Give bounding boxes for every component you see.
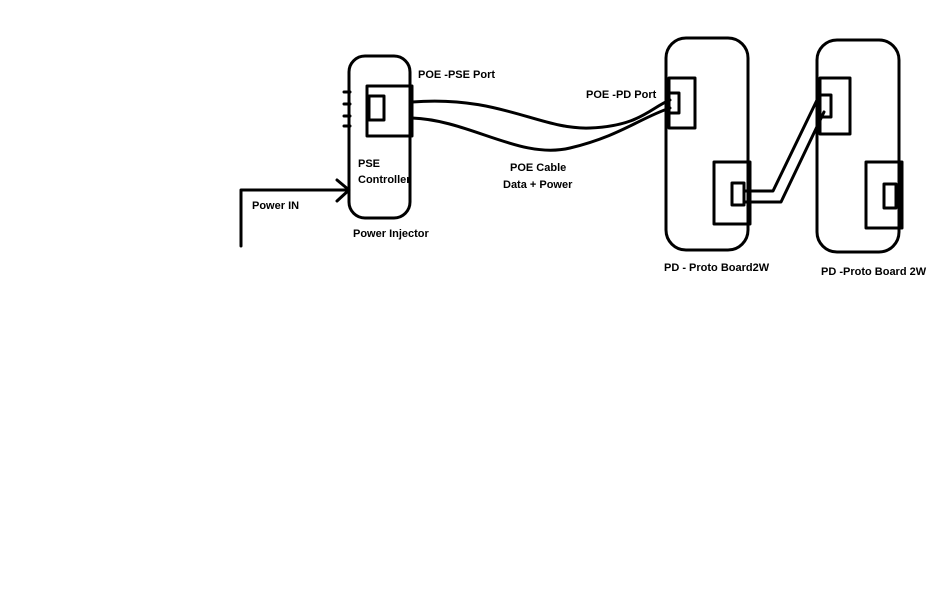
pd-board-1 bbox=[664, 36, 752, 252]
pd-link-cable bbox=[742, 96, 826, 204]
poe-cable-sublabel: Data + Power bbox=[503, 179, 573, 191]
poe-cable bbox=[410, 98, 672, 152]
pse-port bbox=[365, 84, 414, 138]
poe-pd-port-label: POE -PD Port bbox=[586, 89, 657, 101]
pse-label: PSE bbox=[358, 158, 380, 170]
poe-pse-port-label: POE -PSE Port bbox=[418, 69, 495, 81]
power-in-label: Power IN bbox=[252, 200, 299, 212]
poe-cable-label: POE Cable bbox=[510, 162, 566, 174]
pd-board-1-label: PD - Proto Board2W bbox=[664, 262, 770, 274]
power-input-arrow bbox=[239, 178, 351, 248]
pd-board-2 bbox=[815, 38, 904, 254]
power-injector-label: Power Injector bbox=[353, 228, 430, 240]
pd-board-2-label: PD -Proto Board 2W bbox=[821, 266, 927, 278]
controller-label: Controller bbox=[358, 174, 411, 186]
